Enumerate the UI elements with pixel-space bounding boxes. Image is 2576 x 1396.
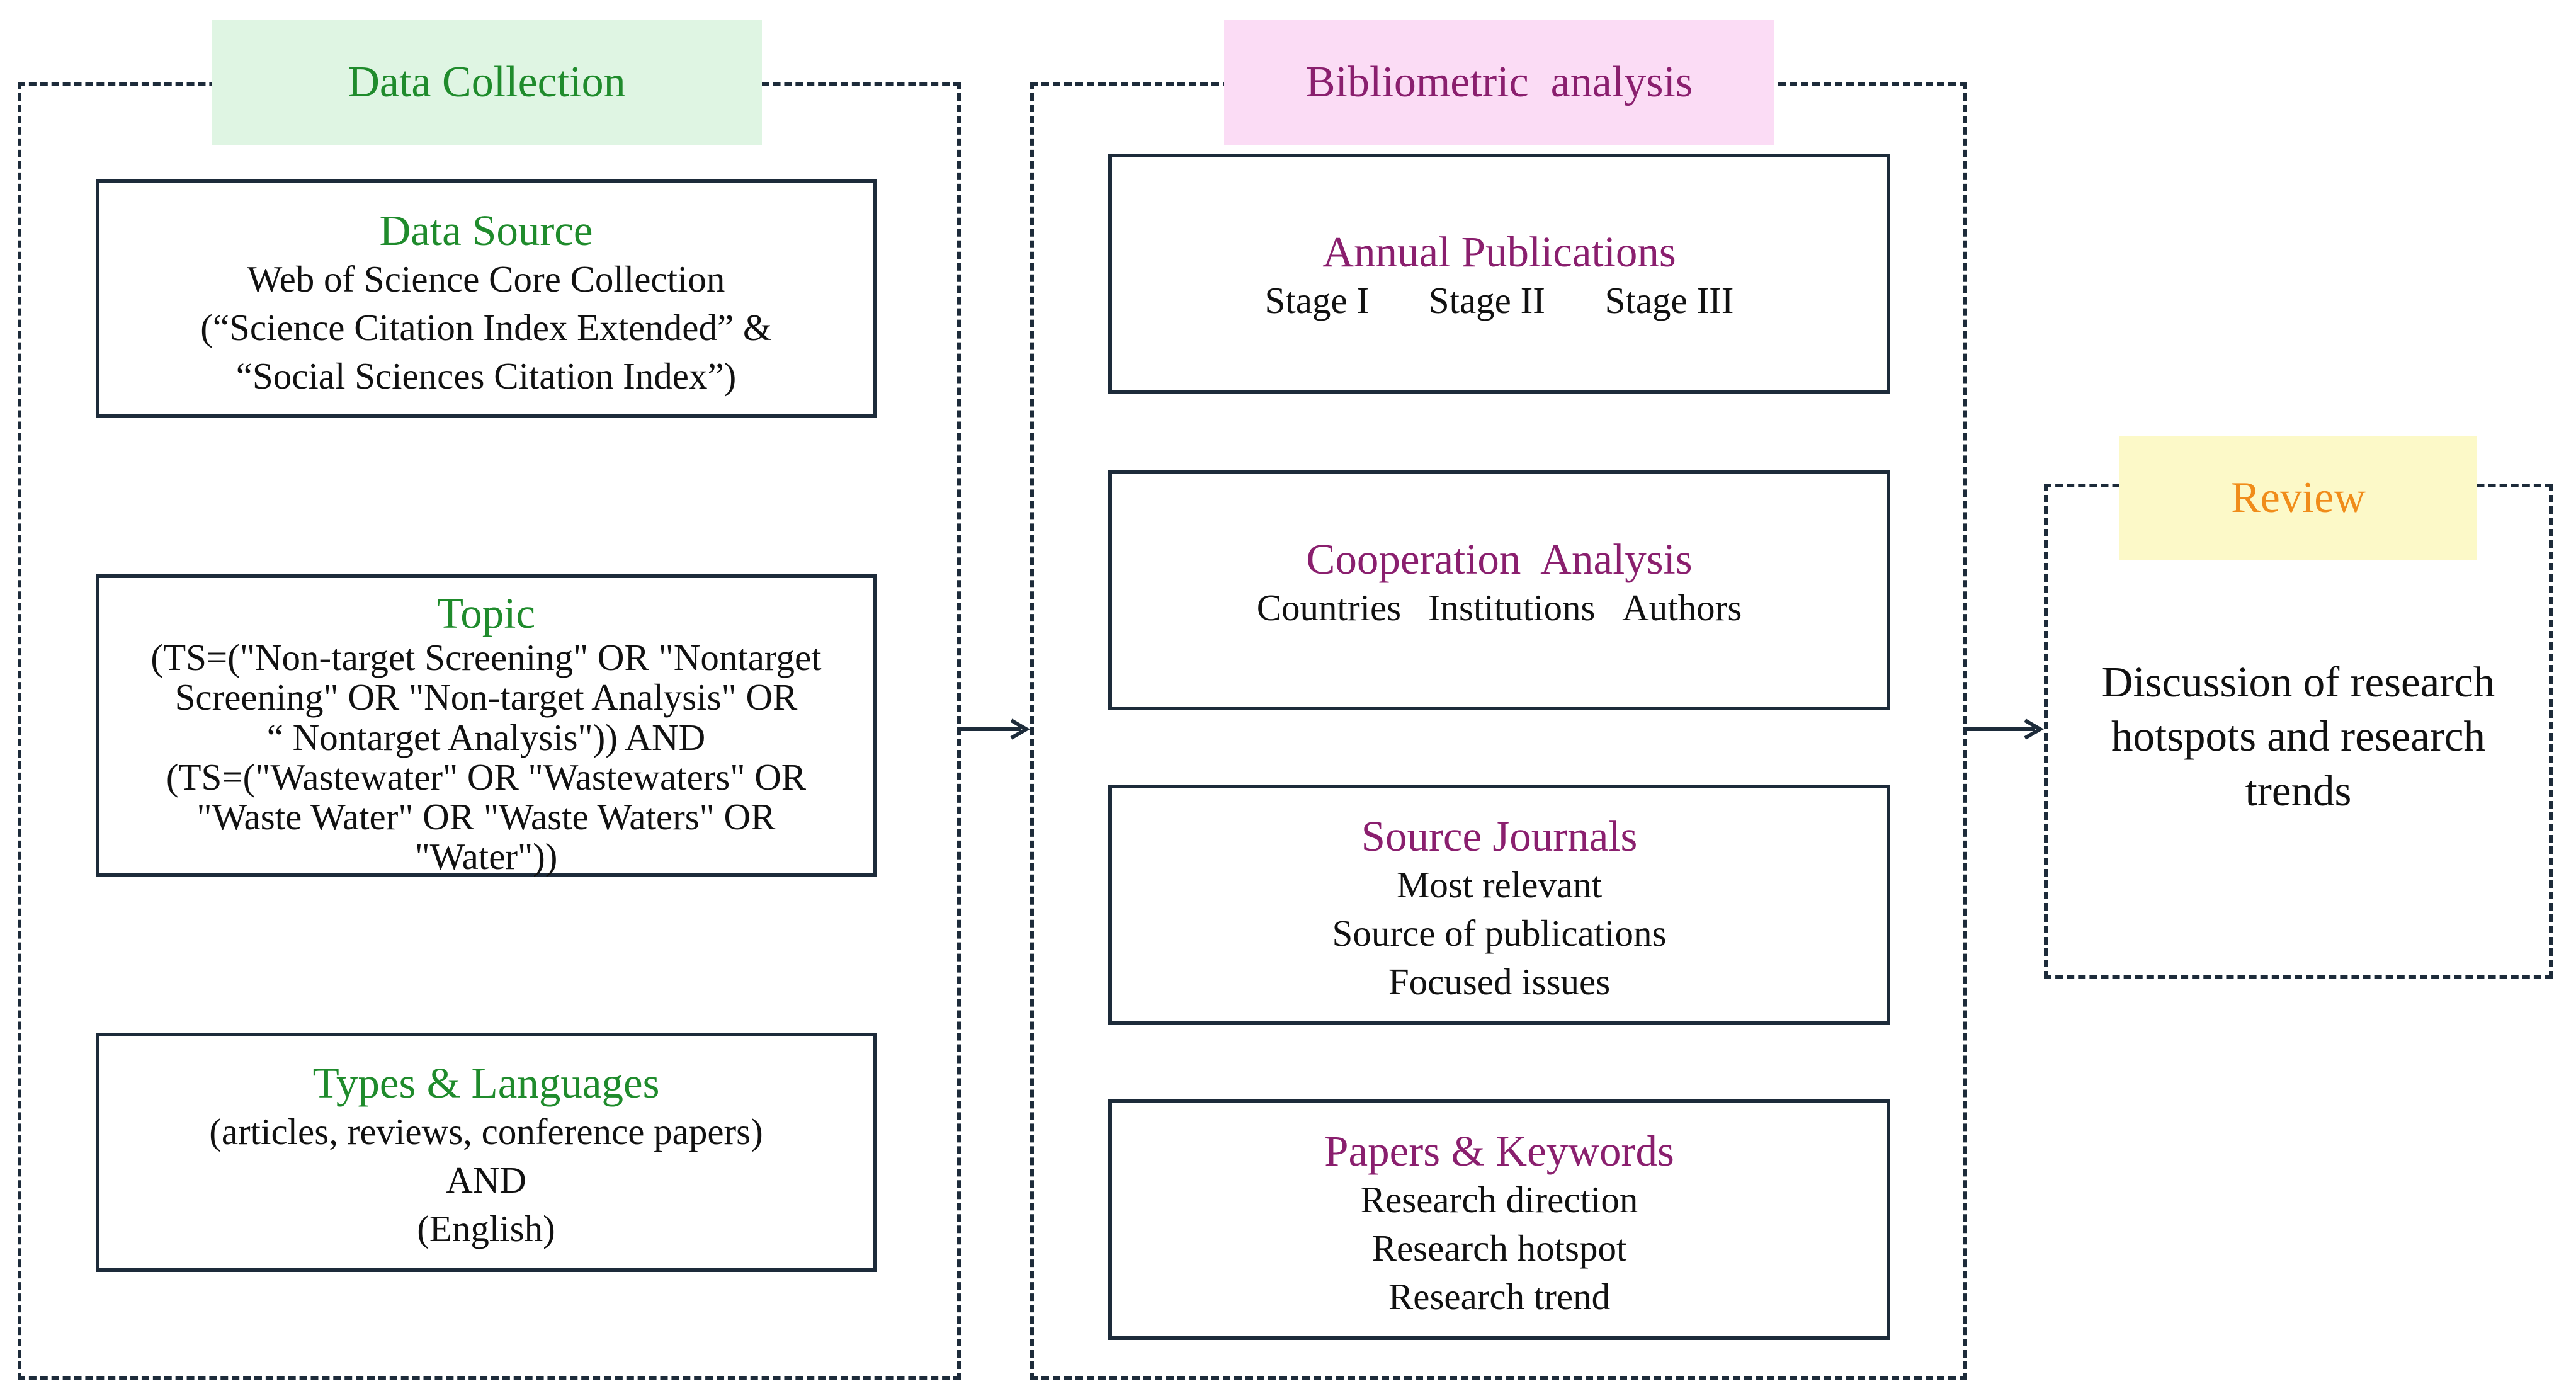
stages-row: Stage I Stage II Stage III xyxy=(1112,276,1887,325)
source-journals-line: Source of publications xyxy=(1332,912,1667,954)
review-text: Discussion of research hotspots and rese… xyxy=(2044,655,2553,818)
data-source-line: (“Science Citation Index Extended” & xyxy=(200,306,772,348)
data-collection-header: Data Collection xyxy=(212,20,762,145)
bibliometric-header: Bibliometric analysis xyxy=(1224,20,1774,145)
review-line: trends xyxy=(2245,766,2352,815)
topic-box: Topic (TS=("Non-target Screening" OR "No… xyxy=(96,574,877,877)
cooperation-item: Countries xyxy=(1256,587,1402,629)
arrow-collection-to-analysis xyxy=(961,718,1030,740)
topic-line: (TS=("Non-target Screening" OR "Nontarge… xyxy=(150,637,822,679)
bibliometric-title: Bibliometric analysis xyxy=(1305,58,1693,106)
topic-line: "Waste Water" OR "Waste Waters" OR xyxy=(196,795,776,837)
cooperation-items-row: Countries Institutions Authors xyxy=(1112,584,1887,632)
source-journals-box: Source Journals Most relevant Source of … xyxy=(1108,785,1890,1025)
topic-line: (TS=("Wastewater" OR "Wastewaters" OR xyxy=(166,756,807,798)
source-journals-title: Source Journals xyxy=(1361,812,1638,860)
data-collection-title: Data Collection xyxy=(348,58,626,106)
types-languages-box: Types & Languages (articles, reviews, co… xyxy=(96,1033,877,1272)
stage-label: Stage II xyxy=(1428,280,1545,322)
data-source-line: “Social Sciences Citation Index”) xyxy=(235,355,737,397)
types-languages-line: AND xyxy=(446,1159,526,1201)
data-source-line: Web of Science Core Collection xyxy=(247,258,725,300)
review-line: Discussion of research xyxy=(2101,658,2495,706)
data-source-box: Data Source Web of Science Core Collecti… xyxy=(96,179,877,418)
source-journals-line: Most relevant xyxy=(1396,864,1603,906)
cooperation-analysis-box: Cooperation Analysis Countries Instituti… xyxy=(1108,470,1890,710)
arrow-analysis-to-review xyxy=(1967,718,2044,740)
types-languages-title: Types & Languages xyxy=(312,1059,660,1107)
types-languages-line: (articles, reviews, conference papers) xyxy=(209,1111,763,1153)
review-line: hotspots and research xyxy=(2111,712,2485,761)
cooperation-analysis-title: Cooperation Analysis xyxy=(1306,535,1693,583)
papers-keywords-line: Research hotspot xyxy=(1371,1227,1627,1269)
papers-keywords-line: Research trend xyxy=(1388,1275,1611,1317)
cooperation-item: Authors xyxy=(1622,587,1742,629)
annual-publications-box: Annual Publications Stage I Stage II Sta… xyxy=(1108,154,1890,394)
papers-keywords-box: Papers & Keywords Research direction Res… xyxy=(1108,1099,1890,1340)
topic-title: Topic xyxy=(436,589,536,637)
data-source-title: Data Source xyxy=(379,207,593,254)
papers-keywords-title: Papers & Keywords xyxy=(1324,1127,1674,1175)
stage-label: Stage III xyxy=(1604,280,1734,322)
cooperation-item: Institutions xyxy=(1427,587,1596,629)
topic-line: “ Nontarget Analysis")) AND xyxy=(266,716,706,758)
topic-line: "Water")) xyxy=(414,835,558,877)
types-languages-line: (English) xyxy=(417,1207,555,1249)
stage-label: Stage I xyxy=(1264,280,1370,322)
review-header: Review xyxy=(2119,436,2477,560)
source-journals-line: Focused issues xyxy=(1388,960,1611,1002)
review-title: Review xyxy=(2231,474,2366,522)
topic-line: Screening" OR "Non-target Analysis" OR xyxy=(174,676,798,718)
papers-keywords-line: Research direction xyxy=(1360,1179,1638,1221)
annual-publications-title: Annual Publications xyxy=(1322,228,1676,276)
